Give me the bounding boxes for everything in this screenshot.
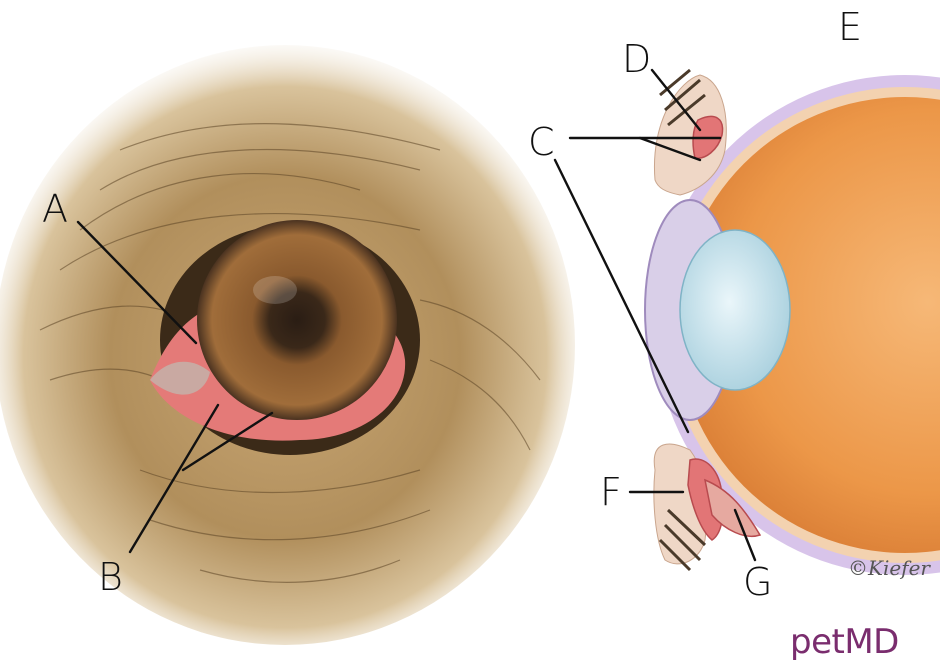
pupil-highlight xyxy=(253,276,297,304)
label-e: E xyxy=(838,5,862,49)
label-f: F xyxy=(600,470,622,514)
eye-cross-section xyxy=(645,70,940,575)
label-g: G xyxy=(743,560,772,604)
label-c: C xyxy=(528,120,555,164)
lens xyxy=(680,230,790,390)
label-b: B xyxy=(98,555,123,599)
dog-eye-illustration xyxy=(0,45,575,645)
petmd-logo: petMD xyxy=(790,622,920,662)
label-d: D xyxy=(622,37,651,81)
artist-signature: ©Kiefer xyxy=(848,556,931,580)
iris xyxy=(197,220,397,420)
label-a: A xyxy=(42,187,68,231)
